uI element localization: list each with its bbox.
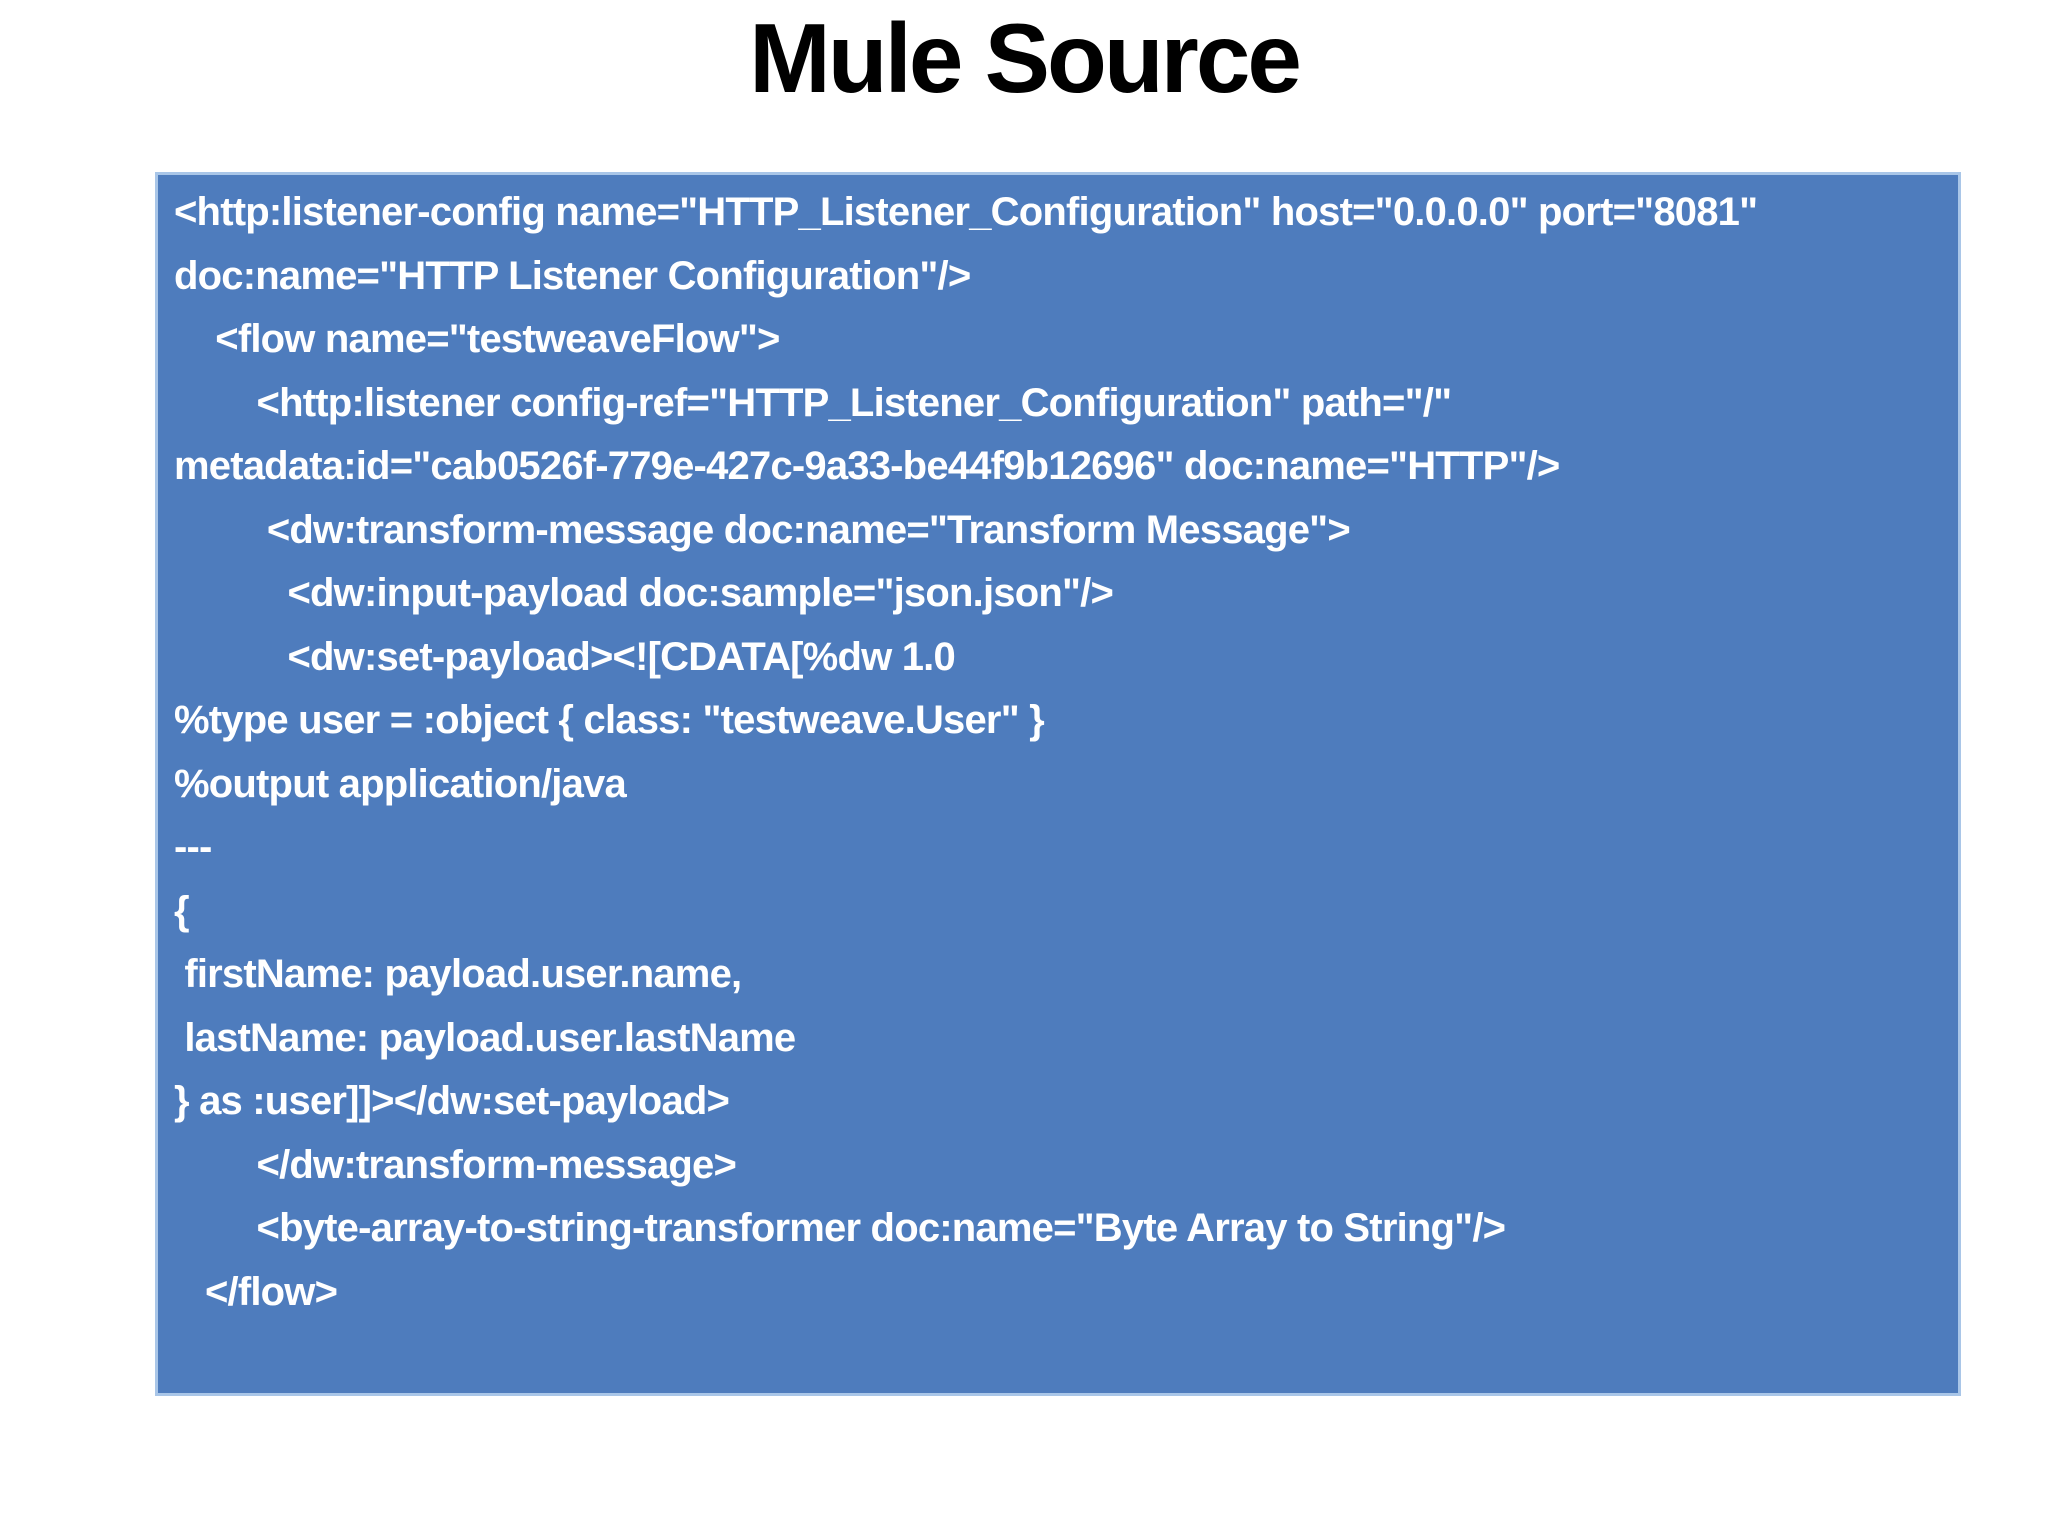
code-text: <http:listener-config name="HTTP_Listene…	[174, 190, 1758, 1314]
slide-title: Mule Source	[749, 3, 1302, 113]
code-panel: <http:listener-config name="HTTP_Listene…	[155, 172, 1961, 1396]
